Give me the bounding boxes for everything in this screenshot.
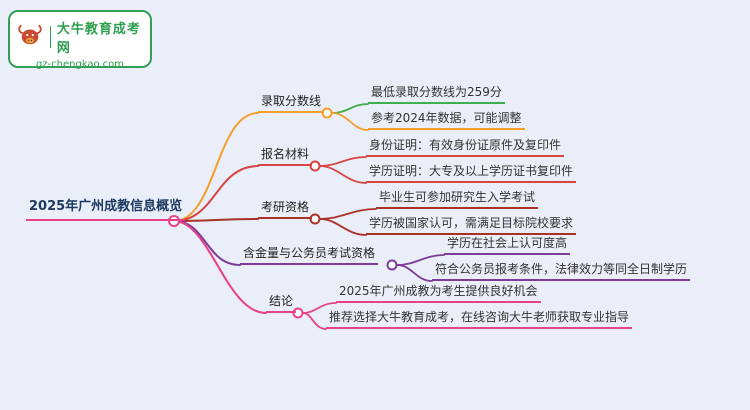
site-logo[interactable]: 大牛教育成考网 gz-chengkao.com: [8, 10, 152, 70]
topic-diploma-proof: 学历证明：大专及以上学历证书复印件: [366, 164, 577, 183]
topic-national-recognition: 学历被国家认可，需满足目标院校要求: [366, 216, 577, 235]
bull-icon: [16, 23, 44, 51]
logo-row: 大牛教育成考网: [16, 18, 144, 56]
branch-admission-score: 录取分数线: [258, 94, 325, 113]
topic-civil-service-eligibility: 符合公务员报考条件，法律效力等同全日制学历: [432, 262, 691, 281]
topic-min-score: 最低录取分数线为259分: [368, 85, 505, 104]
logo-title: 大牛教育成考网: [56, 22, 141, 56]
branch-junction-dot: [386, 259, 398, 271]
branch-postgrad-eligibility: 考研资格: [258, 200, 313, 219]
topic-score-reference: 参考2024年数据，可能调整: [368, 111, 525, 130]
logo-divider: [50, 26, 51, 48]
topic-social-recognition: 学历在社会上认可度高: [444, 236, 571, 255]
root-topic: 2025年广州成教信息概览: [26, 199, 186, 221]
branch-value-civil-service: 含金量与公务员考试资格: [240, 246, 379, 265]
topic-good-opportunity: 2025年广州成教为考生提供良好机会: [336, 284, 541, 303]
logo-subtitle: gz-chengkao.com: [35, 59, 125, 70]
topic-recommendation: 推荐选择大牛教育成考，在线咨询大牛老师获取专业指导: [326, 310, 633, 329]
branch-conclusion: 结论: [266, 294, 297, 313]
branch-application-materials: 报名材料: [258, 147, 313, 166]
topic-id-proof: 身份证明：有效身份证原件及复印件: [366, 138, 565, 157]
topic-postgrad-exam: 毕业生可参加研究生入学考试: [376, 190, 539, 209]
